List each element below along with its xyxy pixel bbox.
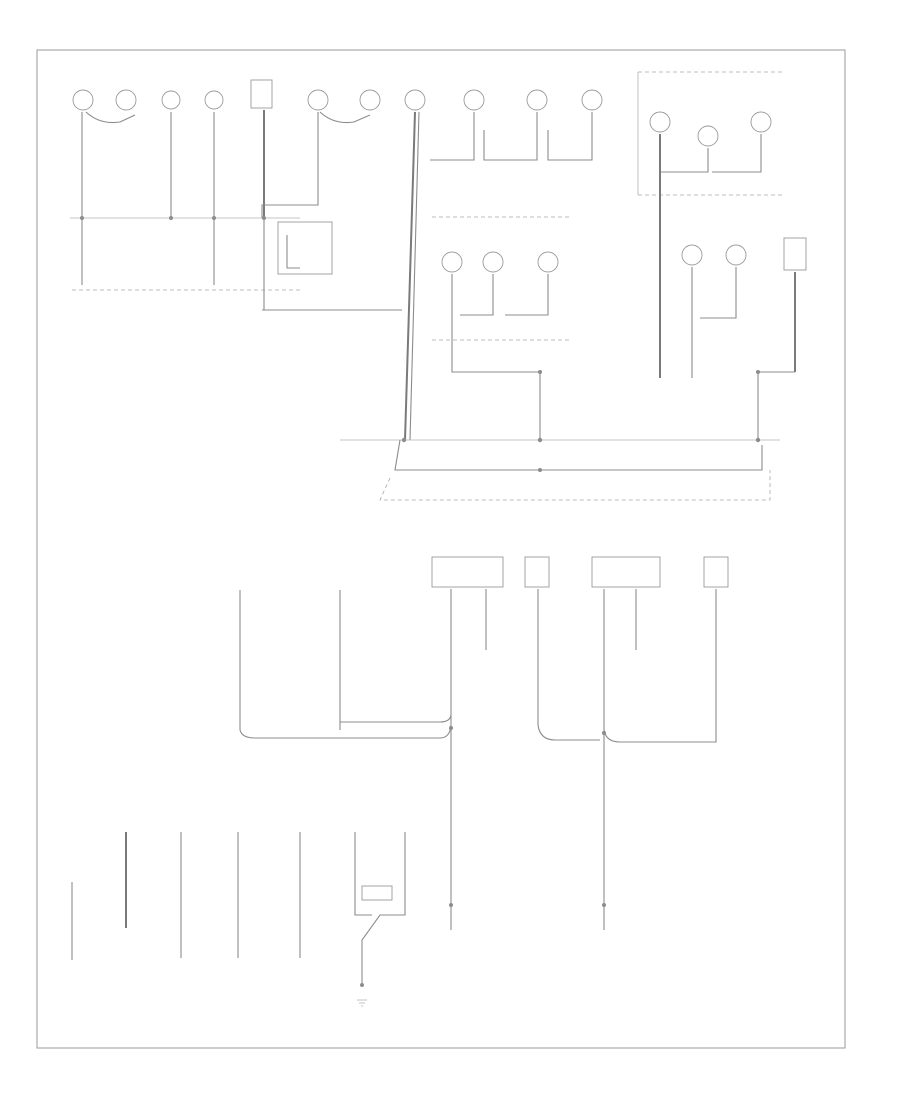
module-box-lower-1 xyxy=(431,556,504,588)
top-center-components xyxy=(404,89,603,441)
lamp-right-3 xyxy=(750,111,772,133)
lamp-left-2 xyxy=(115,89,137,111)
mid-ground-bus xyxy=(340,437,780,501)
module-box-right xyxy=(783,237,807,271)
lamp-right-4 xyxy=(681,244,703,266)
top-right-components xyxy=(637,71,807,440)
lamp-center-7 xyxy=(537,251,559,273)
lamp-left-3 xyxy=(161,90,181,110)
lamp-center-5 xyxy=(441,251,463,273)
module-box-lower-3 xyxy=(591,556,661,588)
module-box-lower-2 xyxy=(524,556,550,588)
lamp-left-6 xyxy=(359,89,381,111)
diagram-frame xyxy=(36,49,846,1049)
lamp-center-6 xyxy=(482,251,504,273)
bottom-components xyxy=(71,832,606,1007)
note-box-bottom xyxy=(361,885,393,901)
lamp-right-5 xyxy=(725,244,747,266)
module-box-lower-4 xyxy=(703,556,729,588)
lamp-right-1 xyxy=(649,111,671,133)
lamp-right-2 xyxy=(697,125,719,147)
switch-box xyxy=(277,221,333,275)
lamp-center-2 xyxy=(463,89,485,111)
lamp-center-3 xyxy=(526,89,548,111)
lamp-center-1 xyxy=(404,89,426,111)
module-box-1 xyxy=(250,79,273,109)
lamp-left-4 xyxy=(204,90,224,110)
lamp-center-4 xyxy=(581,89,603,111)
lower-components xyxy=(239,556,729,930)
lamp-left-1 xyxy=(72,89,94,111)
top-left-components xyxy=(70,79,402,311)
ground-symbol-bottom xyxy=(357,999,367,1007)
lamp-left-5 xyxy=(307,89,329,111)
